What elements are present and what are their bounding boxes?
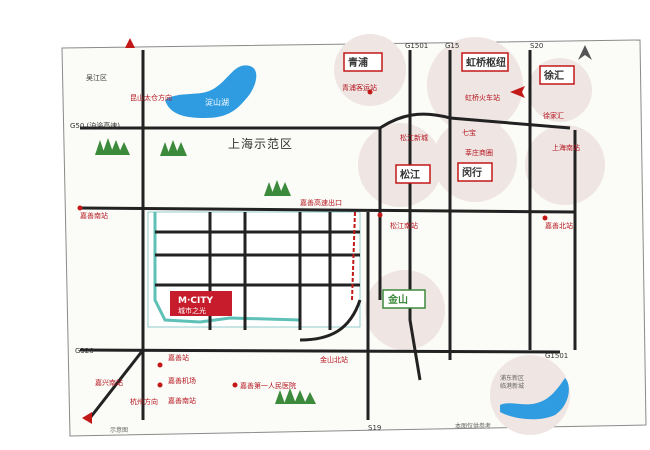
minhang-area (433, 118, 517, 202)
pudong-sub-label: 临港新城 (500, 382, 524, 390)
dianshan-lake (165, 65, 257, 118)
jiashan-exit-label: 嘉善高速出口 (300, 198, 342, 207)
g50-label: G50 (沪渝高速) (70, 121, 120, 130)
tree-icon (95, 138, 316, 404)
jiashan-south-station-label: 嘉善南站 (168, 396, 196, 405)
north-direction-label: 昆山太仓方向 (130, 93, 172, 102)
g15-top-label: G15 (445, 42, 459, 50)
songjiang-south-label: 松江南站 (390, 221, 418, 230)
shanghai-south-label: 上海南站 (552, 143, 580, 152)
district-labels (343, 52, 575, 309)
g1501-label: G1501 (545, 352, 568, 360)
project-block (170, 291, 232, 316)
g320-label: G320 (75, 347, 94, 355)
xuhui-label: 徐汇 (543, 69, 564, 82)
s19-label: S19 (368, 424, 381, 432)
jiashan-station-label: 嘉善站 (168, 353, 189, 362)
jiaxing-airport-label: 嘉善机场 (168, 376, 196, 385)
jinshan-label: 金山 (387, 293, 408, 306)
hongqiao-label: 虹桥枢纽 (466, 56, 506, 69)
xuhui-box (539, 65, 575, 85)
songjiang-label: 松江 (400, 168, 420, 181)
note-label: 示意图 (110, 426, 128, 434)
jinshan-area (365, 270, 445, 350)
highway-network (79, 50, 577, 420)
jinshan-north-label: 金山北站 (320, 355, 348, 364)
plane-icon (510, 86, 525, 98)
minhang-label: 闵行 (462, 166, 482, 179)
coastal-water (500, 378, 569, 420)
songjiang-new-label: 松江新城 (400, 133, 428, 142)
jinshan-box (382, 289, 426, 309)
jiashan-south-label: 嘉善南站 (80, 211, 108, 220)
station-dot-icon (77, 89, 548, 388)
hongqiao-box (461, 52, 509, 72)
metro-line (351, 211, 356, 301)
songjiang-box (395, 164, 431, 184)
disclaimer-label: 本图仅供参考 (455, 422, 491, 430)
qingpu-label: 青浦 (348, 56, 368, 69)
qingpu-station-label: 青浦客运站 (342, 83, 377, 92)
jiaxing-south-label: 嘉兴南站 (95, 378, 123, 387)
project-name-en: M·CITY (178, 296, 213, 306)
qibao-label: 七宝 (462, 128, 476, 137)
jiashan-north-label: 嘉善北站 (545, 221, 573, 230)
xinzhuang-label: 莘庄商圈 (465, 148, 493, 157)
hongqiao-station-label: 虹桥火车站 (465, 93, 500, 102)
dianshan-lake-label: 淀山湖 (205, 97, 229, 107)
qingpu-box (343, 52, 383, 72)
g1501-top-label: G1501 (405, 42, 428, 50)
project-name-cn: 城市之光 (178, 306, 206, 315)
s20-label: S20 (530, 42, 543, 50)
minhang-box (457, 162, 493, 182)
north-arrow-icon (578, 45, 592, 60)
southwest-arrow-icon (82, 412, 92, 424)
pudong-label: 浦东新区 (500, 374, 524, 382)
jiashan-hospital-label: 嘉善第一人民医院 (240, 381, 296, 390)
wujiang-label: 吴江区 (86, 74, 107, 82)
demo-zone-label: 上海示范区 (228, 136, 293, 151)
shanghai-south-area (525, 125, 605, 205)
xujiahui-label: 徐家汇 (543, 111, 564, 120)
g60-direction-label: 杭州方向 (130, 397, 158, 406)
north-arrow-direction-icon (125, 38, 135, 48)
